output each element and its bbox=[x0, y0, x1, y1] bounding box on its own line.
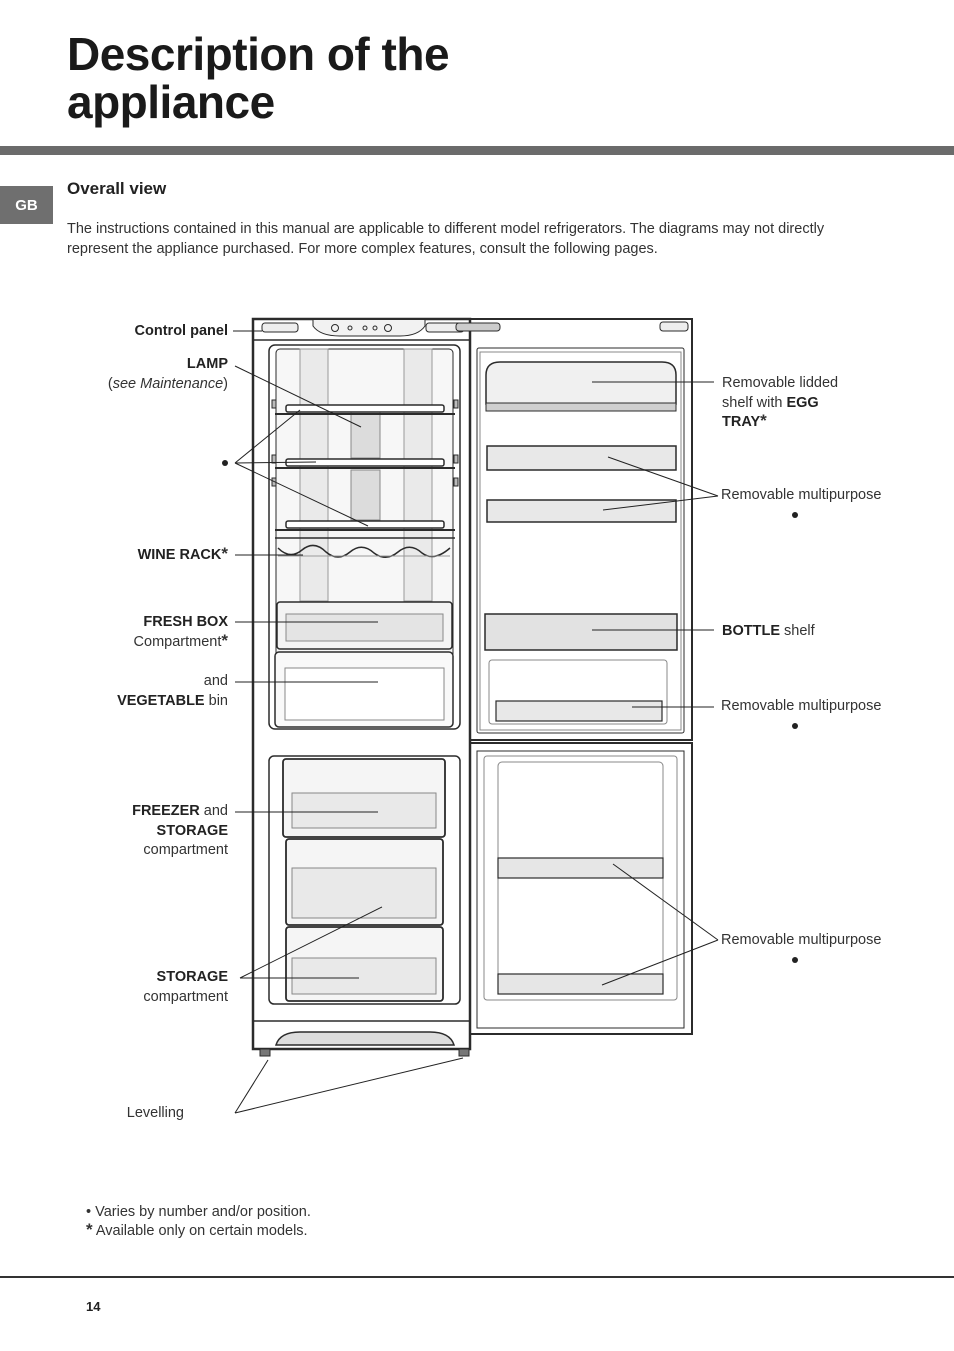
label-multipurpose-1-text: Removable multipurpose bbox=[721, 487, 882, 503]
label-freezer: FREEZER and STORAGE compartment bbox=[132, 802, 228, 861]
label-compartment-lower: compartment bbox=[143, 842, 228, 858]
label-lamp-text: LAMP bbox=[186, 356, 228, 372]
footnote-star: * bbox=[86, 1220, 93, 1239]
label-bottle: BOTTLE bbox=[722, 623, 780, 639]
label-levelling-text: Levelling bbox=[126, 1105, 184, 1121]
label-fresh-box: FRESH BOX Compartment* bbox=[134, 613, 228, 652]
asterisk-mark: * bbox=[221, 544, 228, 563]
page-title: Description of the appliance bbox=[67, 28, 450, 128]
variable-bullet bbox=[222, 460, 228, 466]
levelling-foot bbox=[458, 1048, 470, 1057]
footnote-bullet: • bbox=[86, 1204, 92, 1220]
label-multipurpose-3-text: Removable multipurpose bbox=[721, 932, 882, 948]
language-tab: GB bbox=[0, 186, 53, 224]
label-fresh-box-text: FRESH BOX bbox=[143, 614, 228, 630]
bottle-shelf bbox=[484, 613, 678, 651]
label-wine-rack: WINE RACK* bbox=[137, 544, 228, 566]
label-compartment-lower-2: compartment bbox=[143, 988, 228, 1005]
fridge-compartment bbox=[268, 344, 461, 730]
footnote-available: * Available only on certain models. bbox=[86, 1220, 308, 1239]
label-levelling: Levelling bbox=[127, 1104, 184, 1124]
label-multipurpose-3: Removable multipurpose bbox=[721, 931, 881, 951]
asterisk-mark: * bbox=[760, 411, 767, 430]
label-egg-tray-text: TRAY bbox=[722, 414, 761, 430]
page-title-line-1: Description of the bbox=[67, 28, 450, 80]
label-vegetable-bin: and VEGETABLE bin bbox=[117, 672, 228, 711]
label-compartment: Compartment bbox=[133, 633, 222, 650]
label-freezer-text: FREEZER bbox=[132, 803, 200, 819]
label-lamp: LAMP (see Maintenance) bbox=[108, 355, 228, 394]
footer-rule bbox=[0, 1276, 954, 1278]
door-shelf bbox=[486, 499, 677, 523]
label-vegetable: VEGETABLE bbox=[117, 692, 205, 709]
label-storage: STORAGE bbox=[156, 822, 228, 839]
label-multipurpose-2-text: Removable multipurpose bbox=[721, 698, 882, 714]
label-egg-line-1: Removable lidded bbox=[722, 375, 839, 391]
freezer-door bbox=[469, 742, 693, 1035]
header-rule bbox=[0, 146, 954, 155]
label-multipurpose-1: Removable multipurpose bbox=[721, 486, 881, 506]
asterisk-mark: * bbox=[221, 630, 228, 650]
variable-bullet bbox=[792, 723, 798, 729]
footnote-varies-text: Varies by number and/or position. bbox=[95, 1204, 311, 1220]
label-bottle-shelf: BOTTLE shelf bbox=[722, 622, 815, 642]
footnote-available-text: Available only on certain models. bbox=[95, 1223, 308, 1239]
label-control-panel-text: Control panel bbox=[134, 323, 228, 339]
label-lamp-paren-close: ) bbox=[223, 375, 228, 392]
label-shelf: shelf bbox=[784, 623, 815, 639]
freezer-compartment bbox=[268, 755, 461, 1005]
door-shelf bbox=[486, 445, 677, 471]
glass-shelf bbox=[285, 404, 445, 413]
label-egg-bold: EGG bbox=[786, 394, 819, 411]
label-storage-compartment: STORAGE compartment bbox=[143, 968, 228, 1007]
section-title: Overall view bbox=[67, 179, 167, 198]
egg-tray-shelf bbox=[485, 361, 677, 405]
intro-text: The instructions contained in this manua… bbox=[67, 221, 825, 257]
variable-bullet bbox=[792, 512, 798, 518]
label-multipurpose-2: Removable multipurpose bbox=[721, 697, 881, 717]
label-and: and bbox=[203, 673, 228, 689]
label-bin: bin bbox=[208, 692, 228, 709]
label-wine-rack-text: WINE RACK bbox=[137, 547, 222, 563]
label-freezer-and: and bbox=[203, 803, 228, 819]
footnote-varies: • Varies by number and/or position. bbox=[86, 1204, 311, 1220]
door-shelf-low bbox=[495, 700, 663, 722]
levelling-foot bbox=[259, 1048, 271, 1057]
label-storage-2: STORAGE bbox=[156, 969, 228, 985]
page-number: 14 bbox=[86, 1299, 101, 1314]
variable-bullet bbox=[792, 957, 798, 963]
page-title-line-2: appliance bbox=[67, 76, 275, 128]
label-egg-tray: Removable lidded shelf with EGG TRAY* bbox=[722, 374, 838, 433]
label-egg-line-2: shelf with bbox=[722, 394, 783, 411]
label-lamp-note: see Maintenance bbox=[112, 375, 224, 392]
label-lamp-paren-open: ( bbox=[107, 375, 113, 392]
freezer-door-shelf bbox=[497, 857, 664, 879]
freezer-door-shelf bbox=[497, 973, 664, 995]
leader-lines bbox=[233, 330, 719, 1114]
label-control-panel: Control panel bbox=[135, 322, 228, 342]
fridge-door bbox=[469, 318, 693, 741]
wine-rack bbox=[277, 544, 451, 558]
